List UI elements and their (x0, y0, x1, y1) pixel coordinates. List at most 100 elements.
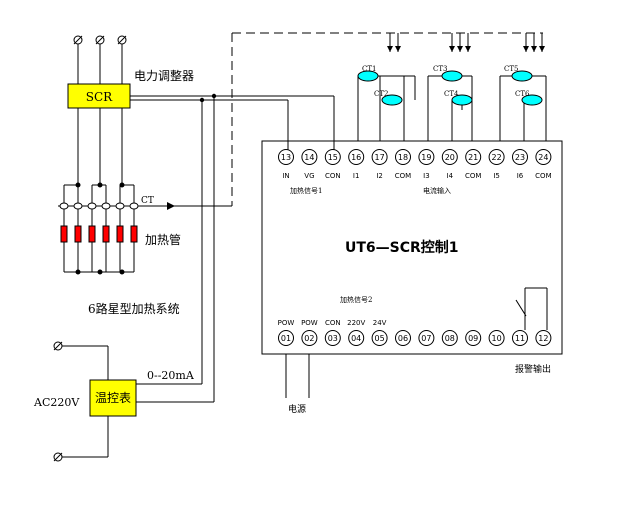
ac-label: AC220V (33, 396, 80, 409)
ct1-sensor (357, 70, 379, 82)
ct3-sensor (441, 70, 463, 82)
ct-dashed-bus (231, 32, 543, 206)
top-terminal-number: 21 (468, 153, 478, 162)
ct-bus-drops (389, 33, 543, 52)
top-terminal-15 (324, 149, 341, 165)
ct-arrow-icon (167, 202, 175, 210)
bottom-terminal-05 (371, 330, 388, 346)
top-terminal-14 (301, 149, 318, 165)
system-label: 6路星型加热系统 (88, 301, 180, 316)
top-terminal-number: 24 (538, 153, 548, 162)
top-terminal-19 (418, 149, 435, 165)
bottom-terminal-08 (441, 330, 458, 346)
bottom-terminal-number: 03 (328, 334, 338, 343)
bottom-terminal-12 (535, 330, 552, 346)
bottom-terminal-label: POW (278, 319, 295, 327)
power-leads (285, 354, 310, 398)
top-terminal-20 (441, 149, 458, 165)
bottom-terminal-number: 12 (538, 334, 548, 343)
top-terminal-label: CON (325, 172, 341, 180)
junction-dots (199, 93, 217, 103)
bottom-terminal-10 (488, 330, 505, 346)
temp-controller-label: 温控表 (95, 391, 131, 405)
supply-terminals (73, 35, 127, 84)
top-terminal-number: 20 (445, 153, 455, 162)
bottom-terminal-label: POW (301, 319, 318, 327)
top-terminal-number: 13 (281, 153, 291, 162)
top-terminal-number: 15 (328, 153, 338, 162)
top-terminal-label: I5 (493, 172, 500, 180)
top-terminal-22 (488, 149, 505, 165)
bottom-terminal-02 (301, 330, 318, 346)
controller-box (261, 140, 563, 355)
ct5-label: CT5 (504, 65, 518, 73)
bottom-terminal-number: 07 (421, 334, 431, 343)
ct-wiring (357, 75, 547, 150)
heater-label: 加热管 (145, 232, 181, 247)
bottom-terminal-label: 220V (347, 319, 365, 327)
heat-signal-2-label: 加热信号2 (340, 295, 372, 304)
top-terminal-row: 13IN14VG15CON16I117I218COM19I320I421COM2… (278, 149, 552, 180)
top-terminal-label: COM (465, 172, 481, 180)
top-terminal-label: COM (395, 172, 411, 180)
heater-elements (60, 225, 138, 243)
top-terminal-label: I2 (376, 172, 383, 180)
bottom-terminal-number: 08 (445, 334, 455, 343)
alarm-output-label: 报警输出 (515, 363, 551, 375)
top-terminal-13 (278, 149, 294, 165)
ct6-label: CT6 (515, 90, 530, 98)
top-terminal-number: 22 (492, 153, 502, 162)
bottom-terminal-label: 24V (373, 319, 387, 327)
bottom-terminal-number: 05 (375, 334, 385, 343)
bottom-terminal-number: 02 (304, 334, 314, 343)
top-terminal-23 (512, 149, 528, 165)
bottom-terminal-03 (324, 330, 341, 346)
scr-label: SCR (86, 90, 113, 104)
top-terminal-21 (465, 149, 482, 165)
ct-label: CT (141, 196, 154, 206)
ct4-sensor (451, 94, 473, 106)
top-terminal-17 (371, 149, 388, 165)
heater-ct-rings (59, 202, 139, 210)
bottom-terminal-label: CON (325, 319, 341, 327)
signal-label: 0--20mA (147, 369, 195, 382)
top-terminal-16 (348, 149, 365, 165)
top-terminal-number: 14 (304, 153, 314, 162)
bottom-terminal-number: 09 (468, 334, 478, 343)
ct2-sensor (381, 94, 403, 106)
current-input-label: 电流输入 (423, 186, 451, 195)
bottom-terminal-07 (418, 330, 435, 346)
ct2-label: CT2 (374, 90, 388, 98)
power-regulator-label: 电力调整器 (134, 68, 194, 83)
bottom-terminal-number: 04 (351, 334, 361, 343)
alarm-relay (515, 287, 548, 330)
temp-controller-box (89, 379, 137, 417)
top-terminal-label: I6 (517, 172, 524, 180)
top-terminal-number: 17 (375, 153, 385, 162)
top-terminal-label: IN (282, 172, 289, 180)
top-terminal-label: VG (304, 172, 314, 180)
ct5-sensor (511, 70, 533, 82)
top-terminal-number: 18 (398, 153, 408, 162)
top-terminal-18 (395, 149, 411, 165)
top-terminal-24 (535, 149, 552, 165)
bottom-terminal-04 (348, 330, 365, 346)
ct-bus-arrows (387, 46, 545, 52)
bottom-terminal-number: 06 (398, 334, 408, 343)
top-terminal-number: 19 (421, 153, 431, 162)
top-terminal-label: COM (535, 172, 551, 180)
ct4-label: CT4 (444, 90, 459, 98)
scr-signal-wiring (130, 95, 335, 402)
top-terminal-number: 23 (515, 153, 525, 162)
controller-title: UT6—SCR控制1 (345, 239, 459, 256)
top-terminal-label: I3 (423, 172, 430, 180)
temp-signal-wiring (136, 383, 214, 403)
bottom-terminal-09 (465, 330, 482, 346)
bottom-terminal-number: 10 (492, 334, 502, 343)
ct6-sensor (521, 94, 543, 106)
top-terminal-label: I4 (447, 172, 454, 180)
ct3-label: CT3 (433, 65, 447, 73)
power-supply-label: 电源 (288, 403, 306, 415)
